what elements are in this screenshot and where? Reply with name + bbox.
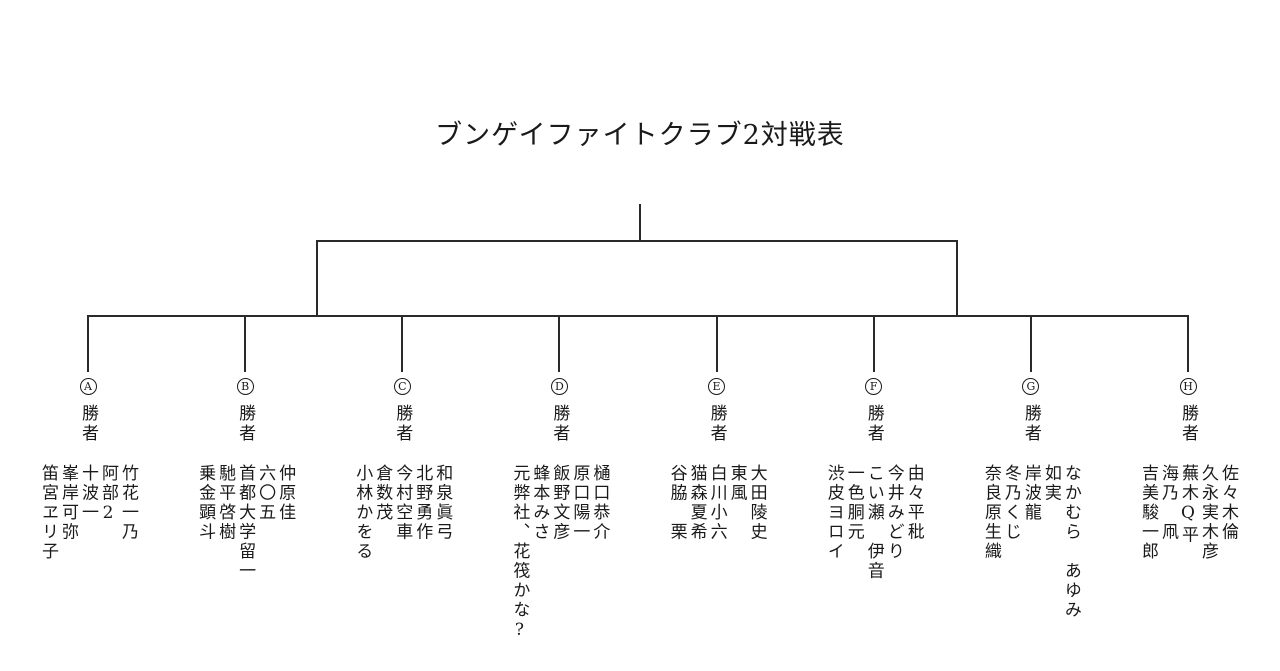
participant-name: 阿部2	[98, 464, 118, 526]
participant-name: 蜂本みさ	[529, 464, 550, 542]
group-drop-line	[872, 315, 875, 372]
participant-name: 谷脇 栗	[666, 464, 687, 542]
champion-connector-line	[639, 204, 641, 242]
group-names: 佐々木倫久永実木彦蕪木Q平海乃 凧吉美駿一郎	[1138, 464, 1238, 660]
winner-label: 勝者	[392, 404, 413, 444]
group-drop-line	[1187, 315, 1189, 372]
group-letter: E	[712, 380, 721, 393]
participant-name: 如実	[1040, 464, 1061, 503]
participant-name: 海乃 凧	[1158, 464, 1178, 542]
group-letter-badge: B	[236, 378, 254, 395]
participant-name: 東風	[726, 464, 747, 503]
group-letter: F	[869, 380, 878, 393]
participant-name: 六〇五	[255, 464, 276, 523]
bracket-group-B: B 勝者 仲原佳六〇五首都大学留一馳平啓樹乗金顕斗	[179, 315, 311, 660]
group-letter-badge: A	[79, 378, 97, 395]
participant-name: 十波一	[78, 464, 98, 523]
group-names: 由々平秕今井みどりこい瀬 伊音一色胴元渋皮ヨロイ	[824, 464, 924, 660]
bracket-group-H: H 勝者 佐々木倫久永実木彦蕪木Q平海乃 凧吉美駿一郎	[1122, 315, 1254, 660]
group-letter: B	[241, 380, 250, 393]
group-letter-badge: E	[708, 378, 726, 395]
participant-name: なかむら あゆみ	[1060, 464, 1081, 620]
participant-name: 原口陽一	[569, 464, 590, 542]
participant-name: 冬乃くじ	[1000, 464, 1021, 542]
winner-label: 勝者	[549, 404, 570, 444]
bracket-group-C: C 勝者 和泉眞弓北野勇作今村空車倉数茂小林かをる	[336, 315, 468, 660]
participant-name: 樋口恭介	[589, 464, 610, 542]
winner-label: 勝者	[1178, 404, 1198, 444]
participant-name: 白川小六	[706, 464, 727, 542]
participant-name: 和泉眞弓	[432, 464, 453, 542]
group-drop-line	[244, 315, 247, 372]
first-round-horizontal-line	[87, 315, 1189, 317]
participant-name: 今井みどり	[883, 464, 904, 562]
participant-name: 一色胴元	[843, 464, 864, 542]
winner-label: 勝者	[706, 404, 727, 444]
group-letter: H	[1183, 380, 1193, 393]
group-names: 樋口恭介原口陽一飯野文彦蜂本みさ元弊社、花筏かな?	[509, 464, 609, 660]
participant-name: 佐々木倫	[1218, 464, 1238, 542]
bracket-group-G: G 勝者 なかむら あゆみ如実岸波龍冬乃くじ奈良原生織	[965, 315, 1097, 660]
participant-name: 奈良原生織	[980, 464, 1001, 562]
participant-name: 久永実木彦	[1198, 464, 1218, 562]
group-letter-badge: G	[1022, 378, 1040, 395]
participant-name: 北野勇作	[412, 464, 433, 542]
participant-name: 峯岸可弥	[58, 464, 78, 542]
group-letter-badge: F	[865, 378, 883, 395]
group-names: 仲原佳六〇五首都大学留一馳平啓樹乗金顕斗	[195, 464, 295, 660]
winner-label: 勝者	[235, 404, 256, 444]
bracket-group-D: D 勝者 樋口恭介原口陽一飯野文彦蜂本みさ元弊社、花筏かな?	[493, 315, 625, 660]
participant-name: 吉美駿一郎	[1138, 464, 1158, 562]
participant-name: 元弊社、花筏かな?	[509, 464, 530, 643]
group-drop-line	[1029, 315, 1032, 372]
participant-name: 岸波龍	[1020, 464, 1041, 523]
participant-name: 渋皮ヨロイ	[823, 464, 844, 562]
participant-name: 猫森夏希	[686, 464, 707, 542]
group-letter-badge: D	[550, 378, 568, 395]
group-names: 和泉眞弓北野勇作今村空車倉数茂小林かをる	[352, 464, 452, 660]
participant-name: 笛宮ヱリ子	[38, 464, 58, 562]
participant-name: 首都大学留一	[235, 464, 256, 581]
group-drop-line	[87, 315, 89, 372]
page-title: ブンゲイファイトクラブ2対戦表	[435, 120, 845, 151]
group-drop-line	[558, 315, 561, 372]
group-letter: D	[555, 380, 564, 393]
participant-name: 仲原佳	[275, 464, 296, 523]
group-letter: C	[398, 380, 407, 393]
group-names: なかむら あゆみ如実岸波龍冬乃くじ奈良原生織	[981, 464, 1081, 660]
participant-name: 大田陵史	[746, 464, 767, 542]
group-letter: G	[1026, 380, 1036, 393]
participant-name: 乗金顕斗	[195, 464, 216, 542]
semifinal-horizontal-line	[316, 240, 958, 242]
group-names: 大田陵史東風白川小六猫森夏希谷脇 栗	[667, 464, 767, 660]
winner-label: 勝者	[78, 404, 98, 444]
participant-name: 馳平啓樹	[215, 464, 236, 542]
group-letter-badge: H	[1179, 378, 1197, 395]
semifinal-right-stem-line	[956, 240, 958, 317]
semifinal-left-stem-line	[316, 240, 318, 317]
group-letter: A	[84, 380, 92, 393]
group-drop-line	[715, 315, 718, 372]
participant-name: 今村空車	[392, 464, 413, 542]
participant-name: 小林かをる	[352, 464, 373, 562]
participant-name: 竹花一乃	[118, 464, 138, 542]
participant-name: 由々平秕	[903, 464, 924, 542]
winner-label: 勝者	[1020, 404, 1041, 444]
bracket-group-E: E 勝者 大田陵史東風白川小六猫森夏希谷脇 栗	[651, 315, 783, 660]
group-drop-line	[401, 315, 404, 372]
group-letter-badge: C	[393, 378, 411, 395]
participant-name: 倉数茂	[372, 464, 393, 523]
participant-name: こい瀬 伊音	[863, 464, 884, 581]
bracket-group-F: F 勝者 由々平秕今井みどりこい瀬 伊音一色胴元渋皮ヨロイ	[808, 315, 940, 660]
winner-label: 勝者	[863, 404, 884, 444]
participant-name: 蕪木Q平	[1178, 464, 1198, 545]
participant-name: 飯野文彦	[549, 464, 570, 542]
